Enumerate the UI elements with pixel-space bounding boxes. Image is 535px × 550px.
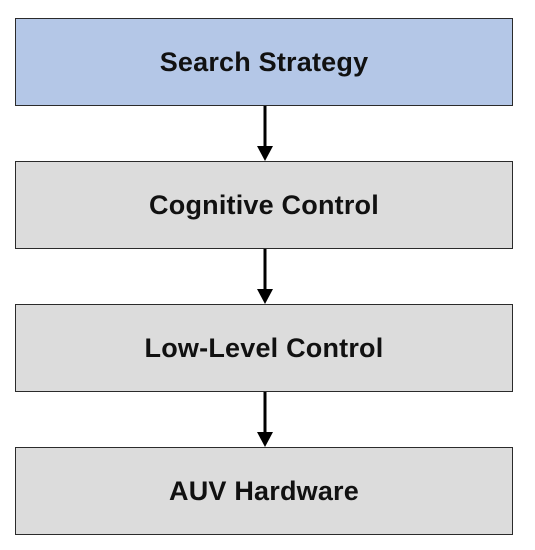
box-cognitive-control: Cognitive Control — [15, 161, 513, 249]
box-search-strategy: Search Strategy — [15, 18, 513, 106]
arrow-down-icon — [257, 249, 273, 304]
arrow-down-icon — [257, 106, 273, 161]
box-label-cognitive-control: Cognitive Control — [149, 189, 379, 220]
arrow-down-icon — [257, 392, 273, 447]
box-low-level-control: Low-Level Control — [15, 304, 513, 392]
box-label-low-level-control: Low-Level Control — [144, 332, 384, 363]
box-label-search-strategy: Search Strategy — [159, 46, 369, 77]
box-auv-hardware: AUV Hardware — [15, 447, 513, 535]
box-label-auv-hardware: AUV Hardware — [169, 475, 359, 506]
